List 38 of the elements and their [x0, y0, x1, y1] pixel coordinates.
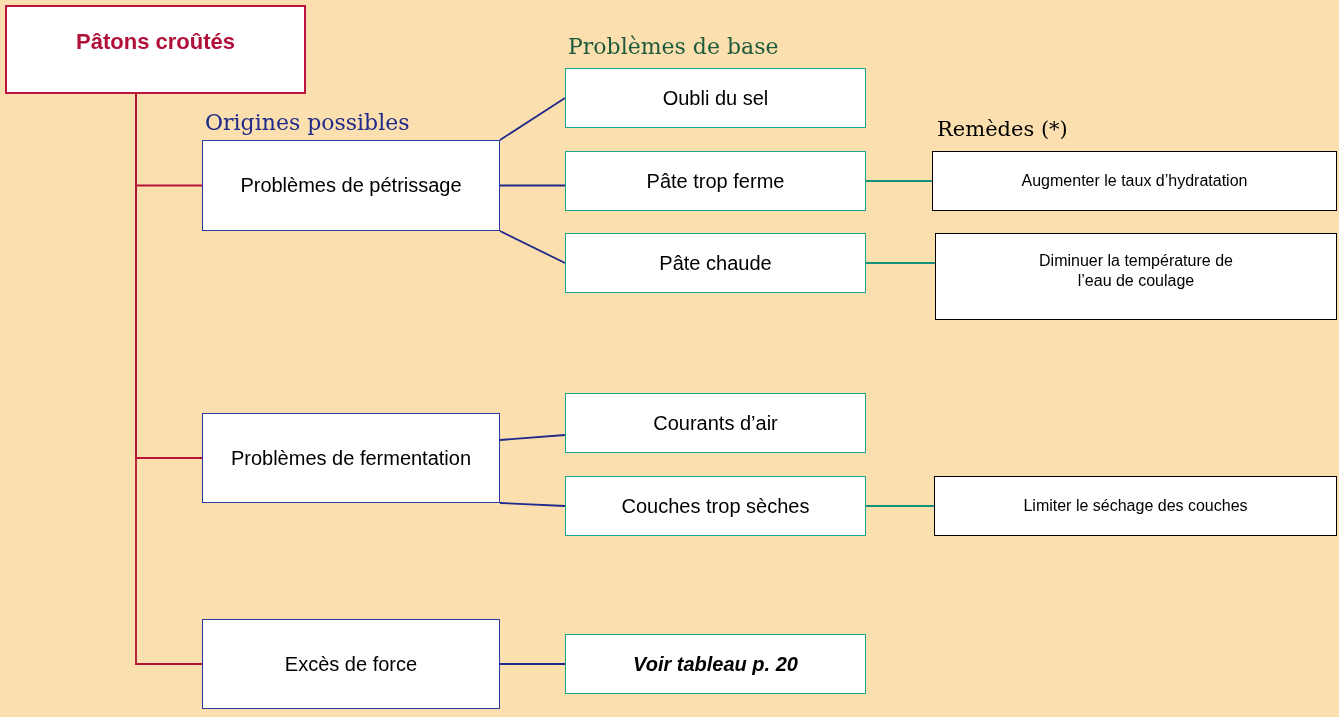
process-box	[565, 634, 866, 694]
process-box	[565, 151, 866, 211]
box-text: Couches trop sèches	[621, 493, 810, 519]
box-text: Augmenter le taux d’hydratation	[1021, 171, 1248, 191]
process-box	[565, 68, 866, 128]
box-text: Oubli du sel	[662, 85, 769, 111]
process-box	[5, 5, 306, 94]
process-box	[202, 619, 500, 709]
process-box	[565, 393, 866, 453]
process-box	[932, 151, 1337, 211]
column-heading: Problèmes de base	[568, 33, 779, 61]
box-text: Excès de force	[284, 651, 418, 677]
connector-line	[865, 180, 933, 182]
box-text: Problèmes de pétrissage	[240, 173, 462, 198]
connector-line	[499, 97, 566, 141]
connector-line	[865, 505, 935, 507]
connector-line	[499, 434, 566, 441]
process-box	[565, 233, 866, 293]
connector-line	[865, 262, 936, 264]
connector-line	[499, 663, 566, 665]
box-text: Courants d’air	[653, 410, 778, 436]
connector-line	[499, 502, 566, 507]
box-text: Pâte trop ferme	[646, 168, 785, 194]
box-text: Pâtons croûtés	[76, 27, 235, 56]
connector-line	[499, 230, 566, 264]
process-box	[934, 476, 1337, 536]
column-heading: Remèdes (*)	[937, 116, 1068, 143]
box-text: Problèmes de fermentation	[230, 445, 472, 471]
process-box	[202, 140, 500, 231]
process-box	[202, 413, 500, 503]
box-text: Diminuer la température de l’eau de coulage	[1038, 250, 1234, 291]
process-box	[935, 233, 1337, 320]
box-text: Limiter le séchage des couches	[1023, 496, 1248, 516]
connector-line	[499, 184, 566, 187]
column-heading: Origines possibles	[205, 109, 410, 137]
box-text: Pâte chaude	[659, 250, 772, 276]
process-box	[565, 476, 866, 536]
box-text: Voir tableau p. 20	[633, 651, 798, 677]
